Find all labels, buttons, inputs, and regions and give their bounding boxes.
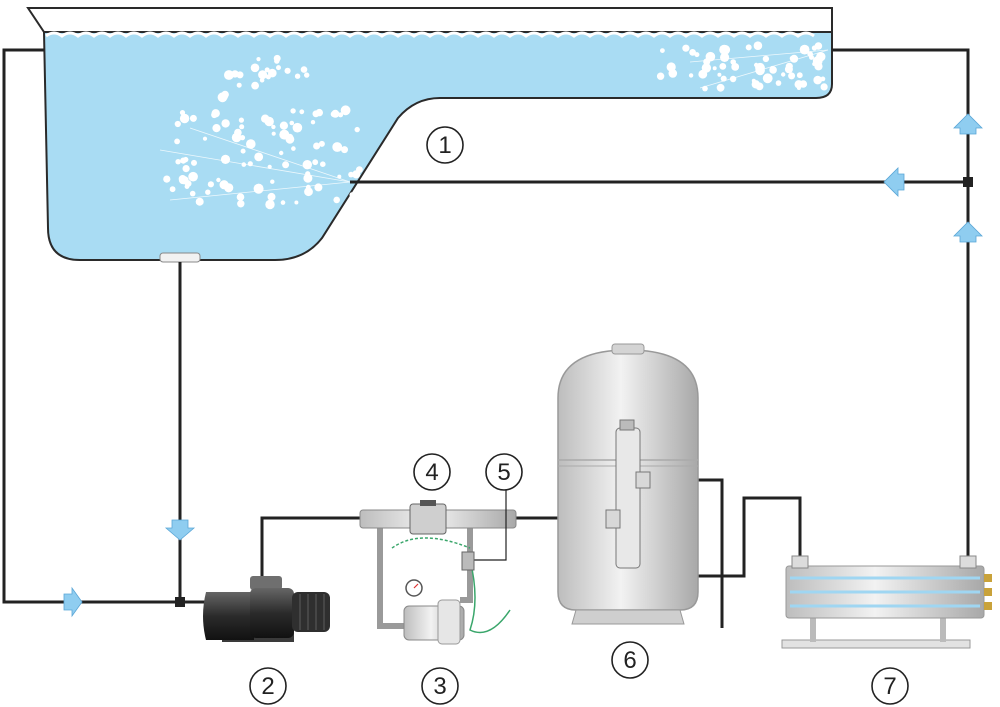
dosing-valve [461,551,475,571]
sand-filter [557,343,699,625]
label-circle [421,667,459,705]
booster-motor [437,599,461,645]
uv-lamps [790,576,980,608]
label-number: 4 [425,459,438,486]
label-circle [485,453,523,491]
uv-outlet [959,555,977,569]
arrow-icon [953,113,983,135]
filter-dome-cap [611,343,645,355]
pipe-pump-outlet [260,516,362,580]
label-number: 1 [438,132,451,159]
venturi-valve [409,503,447,535]
valve-port [635,471,651,489]
pipe-bypass-riser [460,526,473,603]
label-number: 6 [623,647,636,674]
label-number: 7 [883,673,896,700]
multiport-valve [615,427,641,569]
pump-motor [292,592,330,632]
label-leader [472,490,507,561]
pump-strainer-pot [203,592,254,640]
uv-inlet [791,555,809,569]
label-number: 3 [433,673,446,700]
flow-arrows [63,113,983,618]
uv-steriliser [781,555,992,649]
lamp-connectors [984,574,992,610]
tee-junction [175,597,185,607]
label-circulation-pump: 2 [249,667,287,705]
label-sand-filter: 6 [611,641,649,679]
dosing-line [461,490,507,571]
label-booster-pump: 3 [421,667,459,705]
arrow-icon [883,167,905,197]
valve-top [619,419,635,431]
air-bubble-icon [163,41,828,210]
pipe-bypass [377,526,410,629]
valve-port [605,509,621,529]
label-uv-steriliser: 7 [871,667,909,705]
label-pool: 1 [426,126,464,164]
label-number: 2 [261,673,274,700]
circulation-pump [203,576,330,642]
venturi-suction-line [391,537,471,549]
pump-volute [250,588,294,638]
pool [26,7,833,263]
venturi-injector [359,500,517,549]
booster-pump [403,559,511,645]
label-dosing-line: 5 [485,453,523,491]
label-circle [249,667,287,705]
valve-handle [420,500,436,506]
tee-junction [963,177,973,187]
arrow-icon [63,586,83,618]
water-surface [45,31,815,38]
arrow-icon [953,221,983,243]
pump-lid [250,576,282,590]
label-circle [611,641,649,679]
pipe-skimmer-line [2,48,210,604]
pool-deck [26,7,833,33]
label-circle [413,453,451,491]
label-circle [426,126,464,164]
uv-stand [781,639,971,649]
filter-stand [571,609,685,625]
label-number: 5 [497,459,510,486]
arrow-icon [164,519,196,541]
dosing-tube [469,559,511,634]
label-venturi-injector: 4 [413,453,451,491]
label-circle [871,667,909,705]
component-labels: 1 2 3 4 5 6 7 [249,126,909,705]
main-drain [159,252,201,263]
pipe-return-riser [832,48,970,560]
